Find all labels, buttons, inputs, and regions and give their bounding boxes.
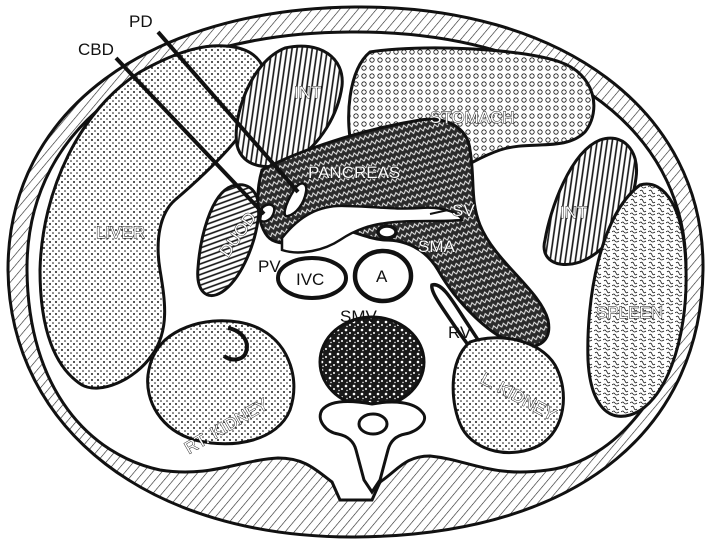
label-ivc: IVC (296, 270, 324, 289)
label-spleen: SPLEEN (596, 303, 663, 322)
label-cbd: CBD (78, 40, 114, 59)
label-int-top: INT (294, 83, 321, 102)
label-rv: RV (448, 323, 472, 342)
label-sma: SMA (418, 237, 456, 256)
spinal-canal (359, 414, 387, 434)
vertebral-body (320, 317, 424, 407)
label-pv: PV (258, 257, 281, 276)
label-a: A (376, 267, 388, 286)
label-smv: SMV (340, 307, 378, 326)
superior-mesenteric-artery (378, 226, 396, 238)
label-pancreas: PANCREAS (308, 163, 400, 182)
label-int-right: INT (560, 203, 587, 222)
label-pd: PD (129, 12, 153, 31)
label-sv: SV (452, 201, 475, 220)
label-stomach: STOMACH (430, 108, 515, 127)
label-liver: LIVER (96, 223, 145, 242)
